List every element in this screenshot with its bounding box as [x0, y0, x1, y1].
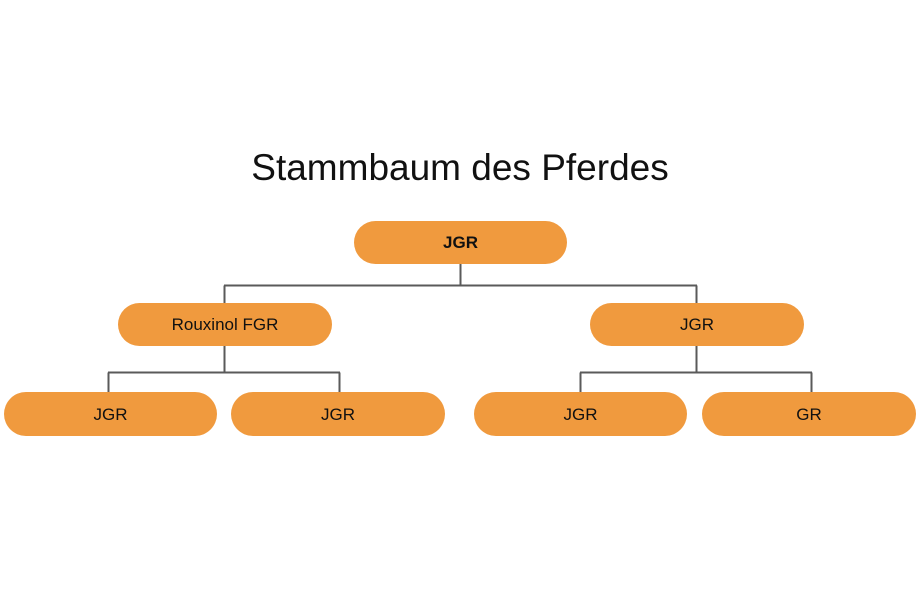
tree-node-label: JGR — [680, 315, 714, 334]
tree-node-level3-2[interactable]: JGR — [231, 392, 445, 436]
tree-node-level2-right[interactable]: JGR — [590, 303, 804, 346]
tree-node-label: JGR — [563, 404, 598, 424]
tree-node-level3-1[interactable]: JGR — [4, 392, 217, 436]
tree-node-root[interactable]: JGR — [354, 221, 567, 264]
tree-node-level3-3[interactable]: JGR — [474, 392, 687, 436]
tree-node-level3-4[interactable]: GR — [702, 392, 916, 436]
tree-node-label: JGR — [93, 404, 128, 424]
tree-node-label: JGR — [443, 233, 478, 252]
tree-node-label: Rouxinol FGR — [171, 315, 279, 334]
tree-node-label: GR — [796, 404, 822, 424]
tree-node-label: JGR — [321, 404, 355, 424]
tree-node-level2-left[interactable]: Rouxinol FGR — [118, 303, 332, 346]
page-title: Stammbaum des Pferdes — [251, 147, 669, 188]
